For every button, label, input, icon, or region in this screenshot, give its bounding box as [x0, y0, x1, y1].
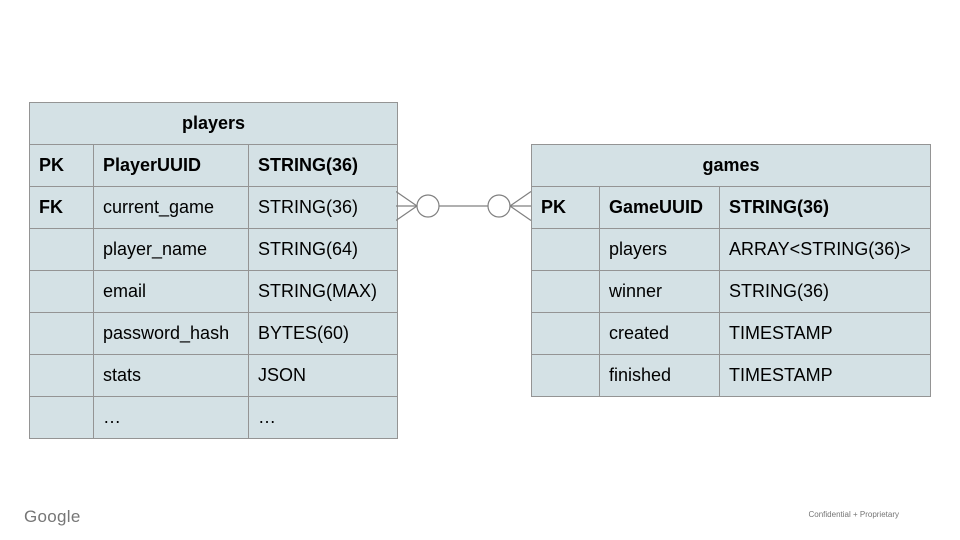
players-row-4-key [29, 312, 94, 355]
players-row-0-type: STRING(36) [247, 144, 399, 187]
games-row-0-type: STRING(36) [718, 186, 932, 229]
table-row: stats JSON [29, 354, 399, 397]
table-row: created TIMESTAMP [531, 312, 932, 355]
table-row: email STRING(MAX) [29, 270, 399, 313]
games-row-1-field: players [599, 228, 720, 271]
players-row-4-type: BYTES(60) [247, 312, 399, 355]
players-row-1-type: STRING(36) [247, 186, 399, 229]
table-row: finished TIMESTAMP [531, 354, 932, 397]
google-logo: Google [24, 507, 81, 526]
games-row-2-field: winner [599, 270, 720, 313]
games-row-1-type: ARRAY<STRING(36)> [718, 228, 932, 271]
players-row-0-field: PlayerUUID [93, 144, 249, 187]
players-row-3-key [29, 270, 94, 313]
players-row-2-type: STRING(64) [247, 228, 399, 271]
games-row-2-key [531, 270, 600, 313]
games-row-3-field: created [599, 312, 720, 355]
zero-circle-left-icon [416, 194, 440, 218]
relationship-connector [396, 191, 532, 221]
games-row-4-key [531, 354, 600, 397]
players-row-2-field: player_name [93, 228, 249, 271]
table-row: players ARRAY<STRING(36)> [531, 228, 932, 271]
table-row: … … [29, 396, 399, 439]
players-row-4-field: password_hash [93, 312, 249, 355]
players-row-1-key: FK [29, 186, 94, 229]
table-row: winner STRING(36) [531, 270, 932, 313]
players-row-5-type: JSON [247, 354, 399, 397]
games-row-0-key: PK [531, 186, 600, 229]
games-table: games PK GameUUID STRING(36) players ARR… [530, 144, 932, 397]
table-row: player_name STRING(64) [29, 228, 399, 271]
players-row-5-key [29, 354, 94, 397]
table-row: PK PlayerUUID STRING(36) [29, 144, 399, 187]
games-row-2-type: STRING(36) [718, 270, 932, 313]
games-row-4-field: finished [599, 354, 720, 397]
players-row-3-type: STRING(MAX) [247, 270, 399, 313]
table-row: PK GameUUID STRING(36) [531, 186, 932, 229]
players-row-5-field: stats [93, 354, 249, 397]
players-table-title: players [28, 102, 399, 145]
players-row-2-key [29, 228, 94, 271]
players-row-6-type: … [247, 396, 399, 439]
table-row: password_hash BYTES(60) [29, 312, 399, 355]
games-table-title: games [530, 144, 932, 187]
zero-circle-right-icon [487, 194, 511, 218]
players-row-1-field: current_game [93, 186, 249, 229]
games-row-1-key [531, 228, 600, 271]
games-row-4-type: TIMESTAMP [718, 354, 932, 397]
players-row-6-field: … [93, 396, 249, 439]
crow-foot-right-icon [509, 191, 532, 221]
crow-foot-left-icon [396, 191, 418, 221]
games-row-0-field: GameUUID [599, 186, 720, 229]
games-row-3-type: TIMESTAMP [718, 312, 932, 355]
players-row-3-field: email [93, 270, 249, 313]
table-row: games [530, 144, 932, 187]
players-row-6-key [29, 396, 94, 439]
games-row-3-key [531, 312, 600, 355]
table-row: players [28, 102, 399, 145]
players-table: players PK PlayerUUID STRING(36) FK curr… [28, 102, 399, 439]
confidential-note: Confidential + Proprietary [808, 510, 900, 519]
table-row: FK current_game STRING(36) [29, 186, 399, 229]
players-row-0-key: PK [29, 144, 94, 187]
